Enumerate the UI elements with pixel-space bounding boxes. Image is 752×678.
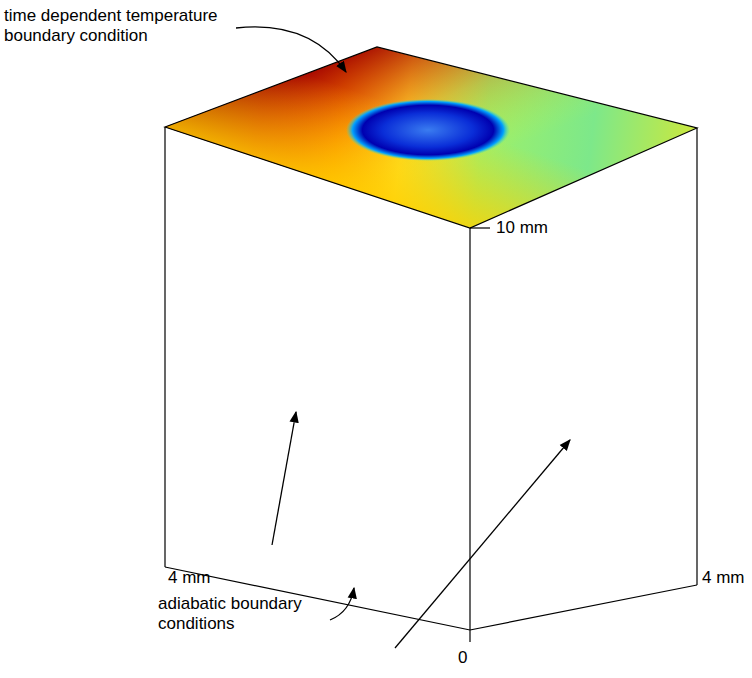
dimension-label: 4 mm	[168, 568, 228, 588]
dimension-label: 10 mm	[496, 218, 576, 238]
leader-lines	[236, 27, 570, 648]
dimension-label: 4 mm	[702, 568, 748, 588]
callout-label: adiabatic boundary conditions	[158, 594, 328, 634]
temperature-field	[150, 40, 710, 240]
box-edges	[165, 47, 697, 642]
origin-label: 0	[458, 648, 478, 668]
callout-label: time dependent temperature boundary cond…	[4, 6, 244, 46]
